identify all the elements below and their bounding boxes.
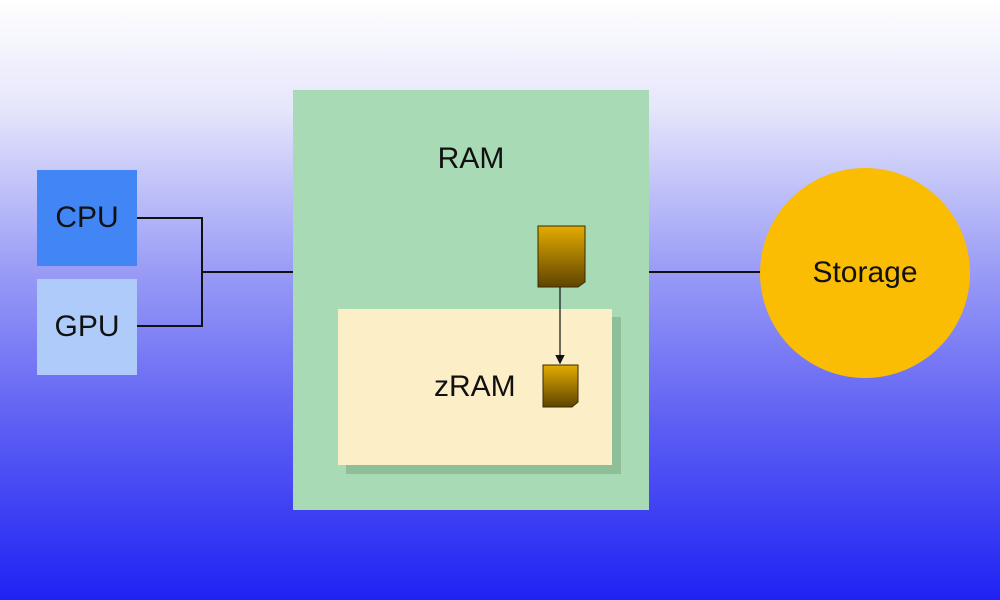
gpu-block: GPU xyxy=(37,279,137,375)
cpu-block: CPU xyxy=(37,170,137,266)
storage-label: Storage xyxy=(812,256,918,289)
gpu-label: GPU xyxy=(54,310,120,343)
zram-label: zRAM xyxy=(434,370,516,403)
cpu-connector xyxy=(137,217,203,327)
cpu-label: CPU xyxy=(55,201,119,234)
storage-disk: Storage xyxy=(760,168,970,378)
ram-label: RAM xyxy=(437,142,505,175)
